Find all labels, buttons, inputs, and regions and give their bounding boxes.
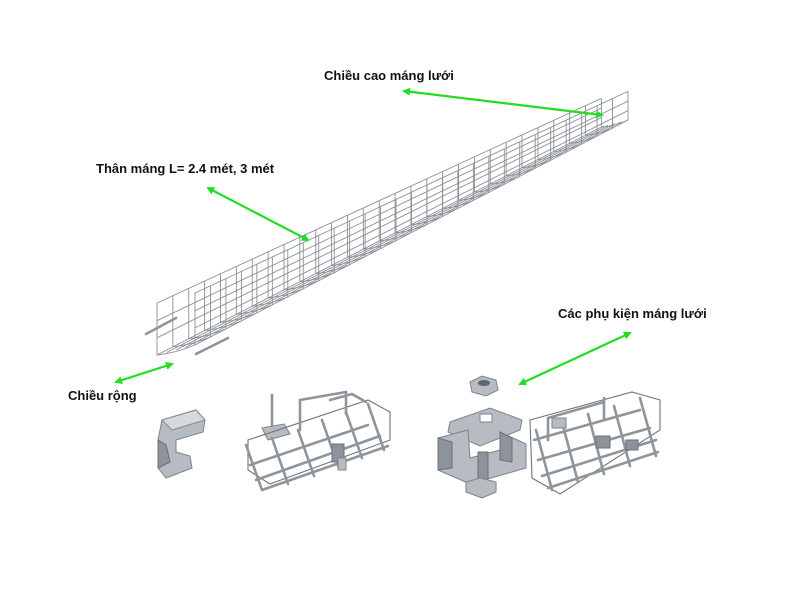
tray-cross-wire [172, 285, 211, 348]
tray-cross-wire [569, 105, 598, 144]
tray-cross-wire [458, 156, 490, 201]
tray-cross-wire [188, 278, 227, 340]
tray-cross-wire [585, 98, 613, 136]
tray-long-wire [166, 124, 609, 353]
tray-cross-wire [410, 177, 443, 226]
tray-cross-wire [442, 163, 474, 209]
accessories-label: Các phụ kiện máng lưới [558, 306, 707, 321]
height-arrow [402, 87, 604, 119]
tray-height-label: Chiều cao máng lưới [324, 68, 454, 83]
tray-cross-wire [204, 271, 242, 332]
tray-cross-wire [521, 127, 552, 169]
tray-cross-wire [331, 213, 366, 266]
tray-cross-wire [347, 206, 382, 258]
tray-cross-wire [553, 113, 583, 152]
hanger-rod [194, 336, 230, 356]
width-arrow [114, 362, 174, 384]
tray-cross-wire [315, 221, 351, 275]
tray-cross-wire [156, 293, 196, 356]
tray-cross-wire [426, 170, 459, 218]
tray-cross-wire [299, 228, 335, 283]
tray-section-with-clamps [529, 391, 661, 495]
tray-cross-wire [473, 149, 505, 193]
tray-body-label: Thân máng L= 2.4 mét, 3 mét [96, 161, 275, 176]
hook-clip [157, 409, 206, 479]
accessories-arrow [518, 331, 632, 386]
tray-cross-wire [220, 264, 258, 323]
tray-section-with-rod [244, 390, 391, 492]
tray-cross-wire [362, 199, 397, 250]
tray-width-label: Chiều rộng [68, 388, 137, 403]
tray-cross-wire [600, 91, 629, 128]
tray-cross-wire [378, 192, 412, 242]
tray-cross-wire [235, 257, 273, 315]
tray-cross-wire [394, 185, 428, 234]
tray-cross-wire [267, 242, 304, 299]
tray-cross-wire [537, 120, 567, 161]
tray-cross-wire [505, 134, 536, 177]
tray-cross-wire [489, 141, 521, 185]
hanger-rod [144, 316, 178, 336]
clamp-kit [437, 375, 527, 499]
tray-cross-wire [283, 235, 320, 291]
body-arrow [206, 187, 310, 241]
tray-cross-wire [251, 249, 289, 307]
